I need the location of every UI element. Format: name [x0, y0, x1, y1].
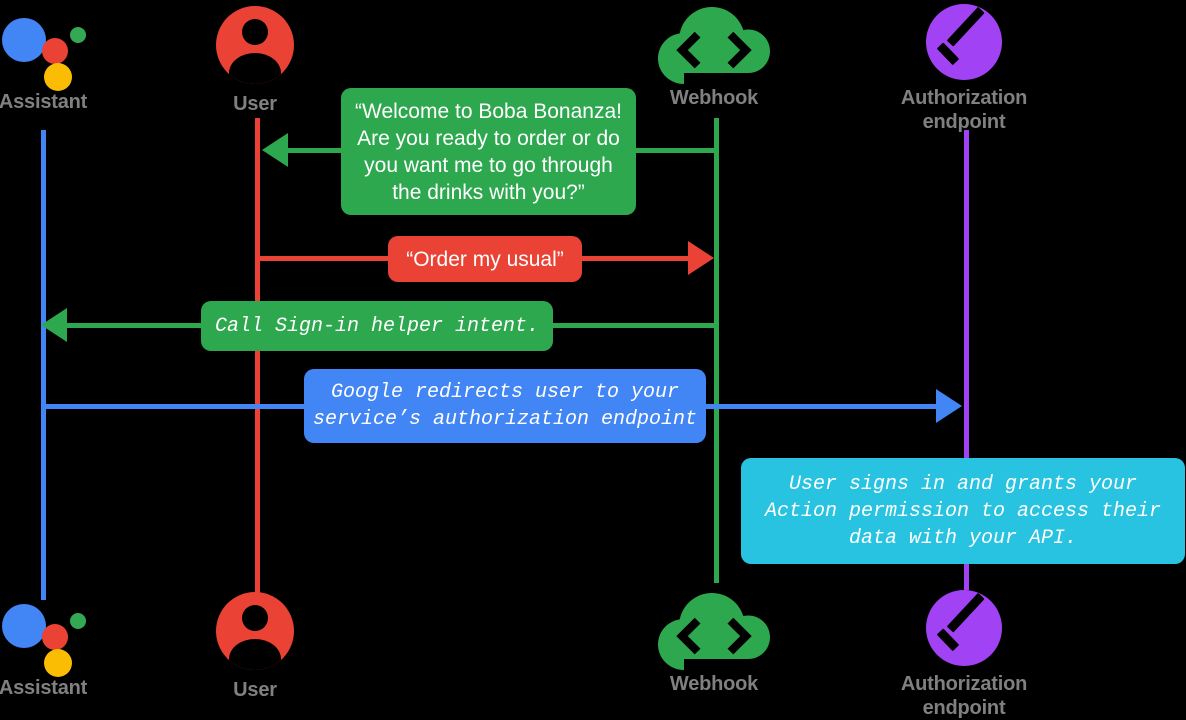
- user-head-shape: [242, 19, 268, 45]
- check-stroke-short: [936, 628, 960, 652]
- lifeline-webhook: [714, 118, 719, 583]
- assistant-dot-yellow: [44, 63, 72, 91]
- message-bubble-signin: Call Sign-in helper intent.: [201, 301, 553, 351]
- cloud-code-icon: [657, 4, 771, 86]
- user-head-shape: [242, 605, 268, 631]
- assistant-dot-blue: [2, 604, 46, 648]
- actor-label-user: User: [233, 93, 277, 115]
- lifeline-assistant: [41, 130, 46, 600]
- actor-auth-top: Authorization endpoint: [886, 4, 1042, 134]
- actor-assistant-top: Assistant: [0, 8, 88, 114]
- actor-auth-bottom: Authorization endpoint: [886, 590, 1042, 720]
- user-avatar-icon: [216, 592, 294, 670]
- actor-label-webhook: Webhook: [669, 673, 759, 695]
- actor-label-assistant: Assistant: [0, 677, 88, 699]
- message-bubble-welcome: “Welcome to Boba Bonanza! Are you ready …: [341, 88, 636, 215]
- user-body-shape: [229, 639, 281, 670]
- actor-label-webhook: Webhook: [669, 87, 759, 109]
- message-bubble-redirect: Google redirects user to your service’s …: [304, 369, 706, 443]
- assistant-dot-yellow: [44, 649, 72, 677]
- lifeline-auth: [964, 130, 969, 590]
- check-stroke-long: [946, 592, 985, 633]
- arrow-head-welcome: [262, 133, 288, 167]
- check-stroke-long: [946, 6, 985, 47]
- arrow-head-order: [688, 241, 714, 275]
- actor-user-top: User: [216, 6, 294, 116]
- arrow-head-redirect: [936, 389, 962, 423]
- assistant-dot-green: [70, 27, 86, 43]
- actor-label-auth: Authorization endpoint: [900, 87, 1028, 133]
- purple-check-circle-icon: [926, 590, 1002, 666]
- message-bubble-order: “Order my usual”: [388, 236, 582, 282]
- assistant-dot-green: [70, 613, 86, 629]
- user-avatar-icon: [216, 6, 294, 84]
- assistant-dot-red: [42, 38, 68, 64]
- google-assistant-icon: [0, 8, 88, 91]
- actor-label-user: User: [233, 679, 277, 701]
- cloud-code-icon: [657, 590, 771, 672]
- actor-assistant-bottom: Assistant: [0, 594, 88, 700]
- message-bubble-grant: User signs in and grants your Action per…: [741, 458, 1185, 564]
- actor-label-auth: Authorization endpoint: [900, 673, 1028, 719]
- user-body-shape: [229, 53, 281, 84]
- actor-webhook-top: Webhook: [657, 4, 771, 110]
- lifeline-user: [255, 118, 260, 600]
- actor-label-assistant: Assistant: [0, 91, 88, 113]
- assistant-dot-blue: [2, 18, 46, 62]
- arrow-head-signin: [41, 308, 67, 342]
- assistant-dot-red: [42, 624, 68, 650]
- actor-user-bottom: User: [216, 592, 294, 702]
- google-assistant-icon: [0, 594, 88, 677]
- check-stroke-short: [936, 42, 960, 66]
- actor-webhook-bottom: Webhook: [657, 590, 771, 696]
- purple-check-circle-icon: [926, 4, 1002, 80]
